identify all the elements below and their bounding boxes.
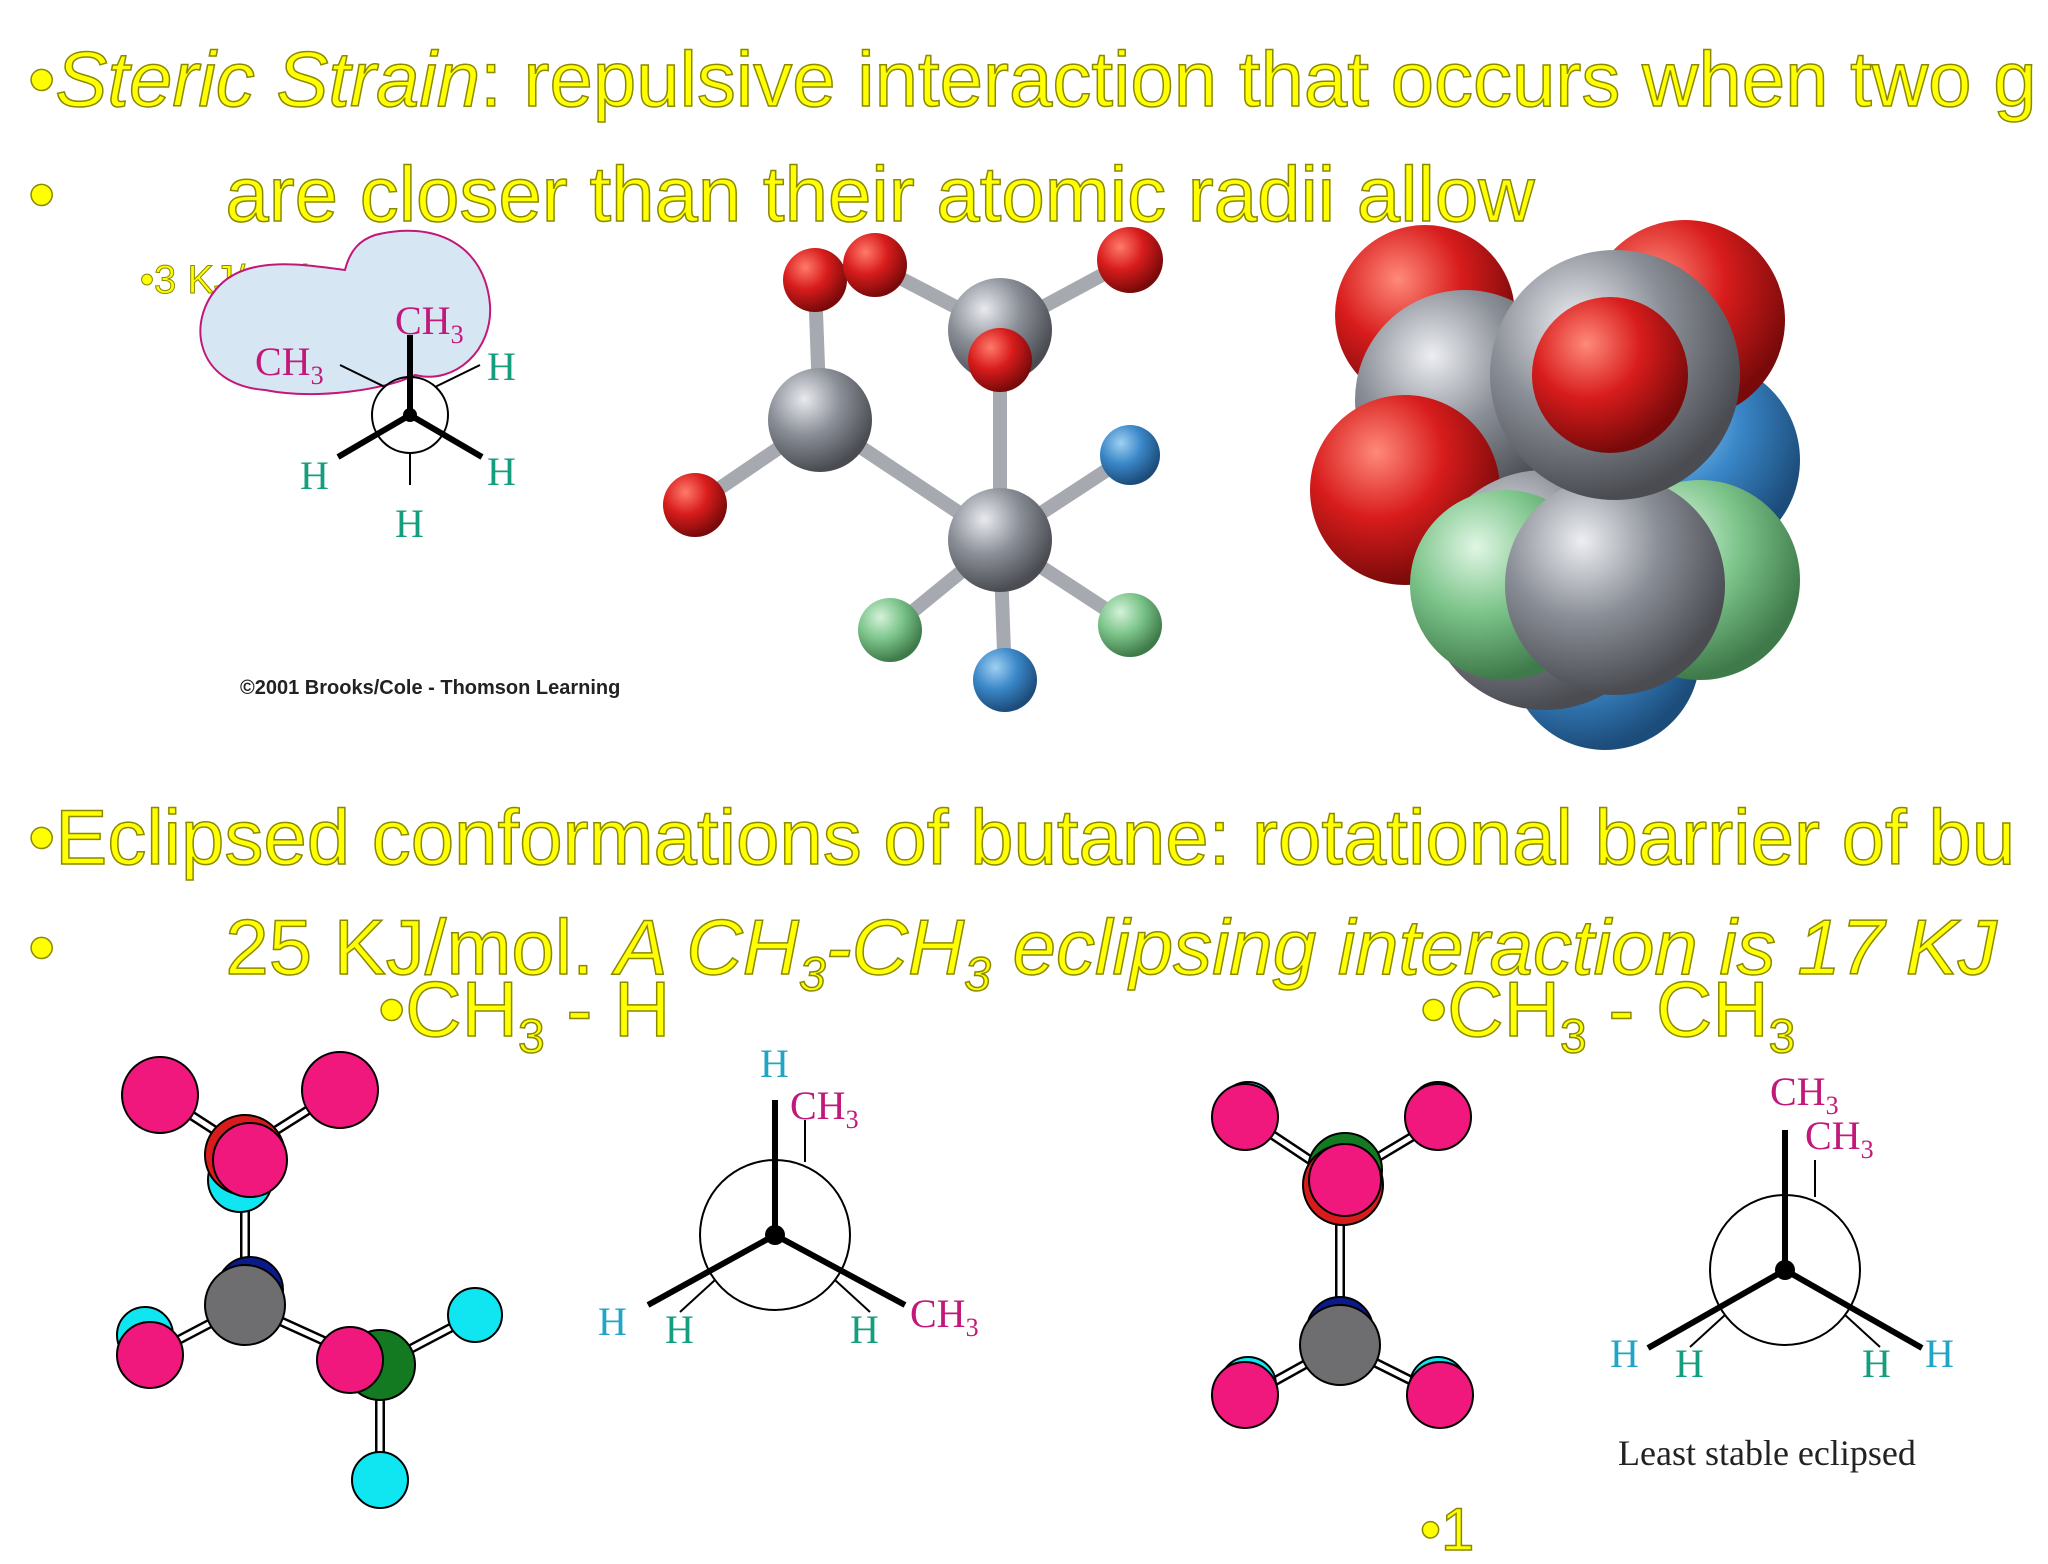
newman2-ch3-right: CH3: [910, 1291, 979, 1342]
newman1-ch3-top: CH3: [395, 298, 464, 349]
newman2-h-top: H: [760, 1041, 789, 1086]
newman-projection-ch3-ch3: [1646, 1130, 1924, 1351]
space-filling-model: [1310, 220, 1800, 750]
newman2-h-left-back: H: [665, 1307, 694, 1352]
newman1-h-bottom: H: [395, 501, 424, 546]
eclipsed-model-ch3-h: [116, 1051, 503, 1509]
copyright-note: ©2001 Brooks/Cole - Thomson Learning: [240, 677, 621, 699]
steric-overlap-cloud: [199, 229, 492, 395]
newman3-h-right: H: [1925, 1331, 1954, 1376]
heading-eclipsing-interaction: •25 KJ/mol. A CH3-CH3 eclipsing interact…: [27, 903, 1997, 1002]
newman3-h-left: H: [1610, 1331, 1639, 1376]
newman2-ch3-top: CH3: [790, 1083, 859, 1134]
newman1-h-right-bottom: H: [487, 449, 516, 494]
newman1-h-right: H: [487, 344, 516, 389]
label-ch3-h: •CH3 - H: [377, 965, 671, 1064]
newman1-ch3-left: CH3: [255, 339, 324, 390]
newman2-h-right-back: H: [850, 1307, 879, 1352]
page-number: •1: [1419, 1495, 1475, 1564]
heading-eclipsed-butane: •Eclipsed conformations of butane: rotat…: [27, 793, 2016, 881]
ball-and-stick-model: [663, 227, 1163, 712]
newman-projection-gauche: [199, 229, 492, 485]
heading-steric-strain-line2: •are closer than their atomic radii allo…: [27, 150, 1535, 238]
newman-projection-ch3-h: [646, 1100, 907, 1313]
newman3-ch3-front: CH3: [1770, 1069, 1839, 1120]
heading-steric-strain: •Steric Strain: repulsive interaction th…: [27, 35, 2037, 123]
newman3-h-left-back: H: [1675, 1341, 1704, 1386]
newman3-ch3-back: CH3: [1805, 1113, 1874, 1164]
newman3-h-right-back: H: [1862, 1341, 1891, 1386]
label-ch3-ch3: •CH3 - CH3: [1419, 965, 1796, 1064]
eclipsed-model-ch3-ch3: [1211, 1081, 1474, 1429]
newman1-h-left: H: [300, 453, 329, 498]
least-stable-caption: Least stable eclipsed: [1618, 1433, 1916, 1473]
newman2-h-left: H: [598, 1299, 627, 1344]
